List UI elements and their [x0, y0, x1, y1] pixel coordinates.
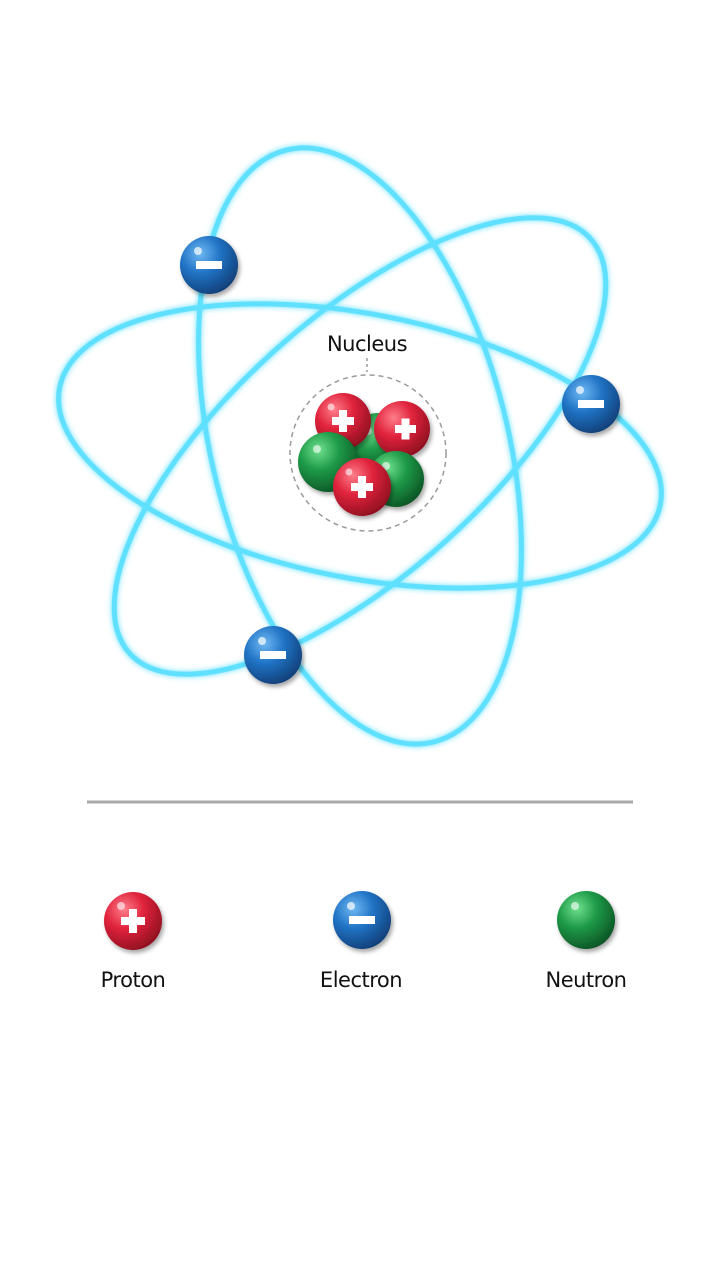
nucleus-label: Nucleus — [327, 332, 407, 356]
legend-label-electron: Electron — [320, 968, 402, 992]
electron-particle — [562, 375, 620, 433]
proton-particle — [374, 401, 430, 457]
nucleus — [298, 393, 430, 516]
orbit-diagonal — [111, 215, 609, 677]
electron-particle — [180, 236, 238, 294]
orbit-horizontal — [56, 301, 664, 591]
proton-particle — [333, 458, 391, 516]
electron-particle — [244, 626, 302, 684]
orbits — [56, 145, 664, 747]
legend-item-electron: Electron — [320, 891, 403, 992]
orbit-vertical — [196, 145, 524, 747]
legend-item-neutron: Neutron — [545, 891, 627, 992]
legend-label-proton: Proton — [101, 968, 166, 992]
proton-icon — [104, 892, 162, 950]
legend: Proton Electron Neutron — [101, 891, 627, 992]
nucleus-boundary — [289, 374, 447, 532]
neutron-icon — [557, 891, 615, 949]
legend-label-neutron: Neutron — [545, 968, 626, 992]
electron-icon — [333, 891, 391, 949]
legend-item-proton: Proton — [101, 892, 166, 992]
